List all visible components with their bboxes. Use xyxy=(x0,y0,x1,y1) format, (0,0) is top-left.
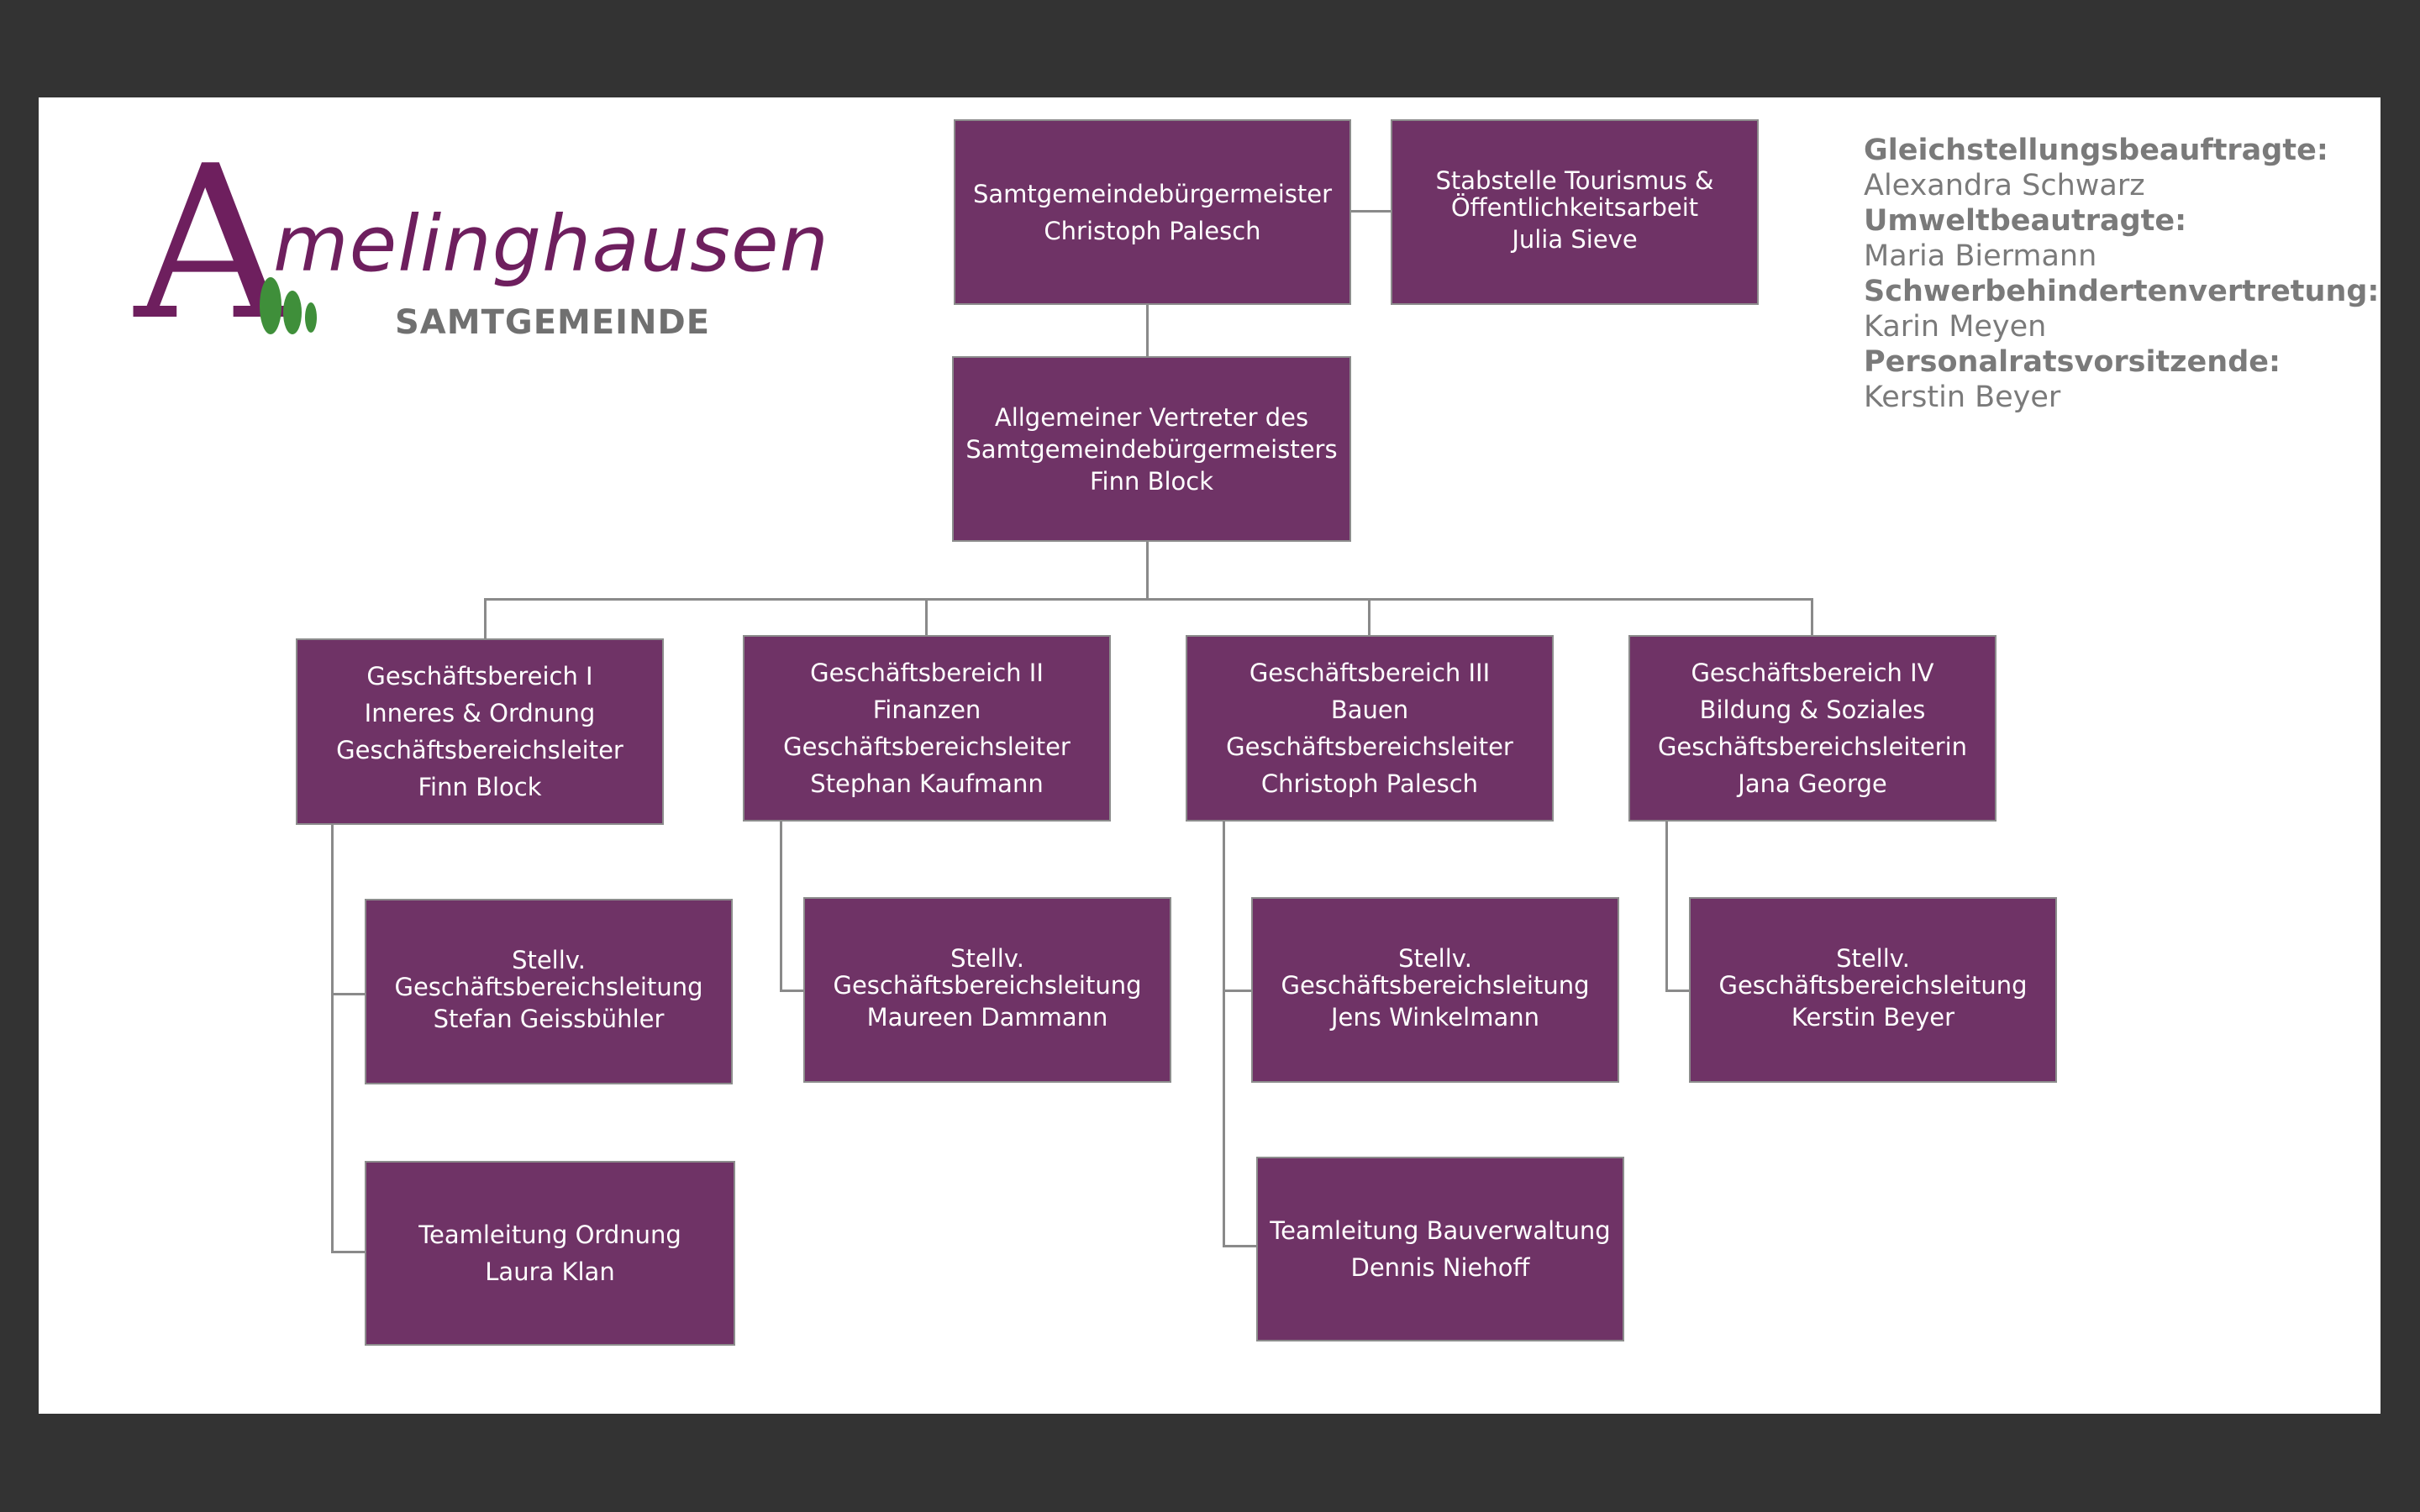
division-title: Geschäftsbereich II xyxy=(810,659,1044,687)
info-name: Karin Meyen xyxy=(1864,310,2047,344)
box-title: Stellv. xyxy=(512,945,586,974)
box-title: Stellv. xyxy=(950,943,1024,973)
box-title: Geschäftsbereichsleitung xyxy=(394,972,703,1001)
org-box-division-1: Geschäftsbereich I Inneres & Ordnung Ges… xyxy=(296,638,664,825)
division-title: Geschäftsbereich IV xyxy=(1691,659,1934,687)
division-area: Finanzen xyxy=(872,696,981,724)
box-person: Stefan Geissbühler xyxy=(433,1004,665,1033)
org-box-stellv-2: Stellv. Geschäftsbereichsleitung Maureen… xyxy=(803,897,1171,1083)
box-person: Christoph Palesch xyxy=(1044,216,1261,245)
org-box-deputy: Allgemeiner Vertreter des Samtgemeindebü… xyxy=(952,356,1351,542)
org-box-stellv-3: Stellv. Geschäftsbereichsleitung Jens Wi… xyxy=(1251,897,1619,1083)
connector-bus-div3 xyxy=(1368,598,1370,637)
division-head: Christoph Palesch xyxy=(1260,769,1479,798)
info-role: Gleichstellungsbeauftragte: xyxy=(1864,134,2328,167)
logo-subtitle: SAMTGEMEINDE xyxy=(395,303,711,342)
connector-div1-stellv xyxy=(331,993,366,995)
division-role: Geschäftsbereichsleiter xyxy=(336,736,623,764)
division-role: Geschäftsbereichsleiter xyxy=(783,732,1071,761)
representatives-list: Gleichstellungsbeauftragte: Alexandra Sc… xyxy=(1864,133,2379,415)
division-title: Geschäftsbereich I xyxy=(366,662,593,690)
division-role: Geschäftsbereichsleiter xyxy=(1226,732,1513,761)
logo-wordmark: melinghausen xyxy=(273,199,829,289)
box-title: Samtgemeindebürgermeister xyxy=(972,179,1333,208)
division-head: Finn Block xyxy=(418,773,542,801)
division-title: Geschäftsbereich III xyxy=(1249,659,1491,687)
info-name: Kerstin Beyer xyxy=(1864,381,2061,414)
connector-div2-vertical xyxy=(780,820,782,992)
box-person: Julia Sieve xyxy=(1512,224,1638,254)
box-title: Öffentlichkeitsarbeit xyxy=(1450,192,1699,222)
connector-div1-team xyxy=(331,1251,366,1253)
connector-div4-stellv xyxy=(1665,990,1691,992)
division-role: Geschäftsbereichsleiterin xyxy=(1657,732,1968,761)
box-person: Finn Block xyxy=(1089,466,1214,496)
box-title: Allgemeiner Vertreter des xyxy=(994,402,1309,432)
org-box-staff: Stabstelle Tourismus & Öffentlichkeitsar… xyxy=(1391,119,1759,305)
box-person: Maureen Dammann xyxy=(866,1002,1108,1032)
connector-bus-div2 xyxy=(925,598,928,637)
division-area: Bauen xyxy=(1330,696,1409,724)
connector-division-bus xyxy=(484,598,1813,601)
org-box-division-3: Geschäftsbereich III Bauen Geschäftsbere… xyxy=(1186,635,1554,822)
box-title: Stabstelle Tourismus & xyxy=(1435,165,1714,195)
connector-div4-vertical xyxy=(1665,820,1668,992)
org-box-division-2: Geschäftsbereich II Finanzen Geschäftsbe… xyxy=(743,635,1111,822)
box-title: Geschäftsbereichsleitung xyxy=(1718,970,2028,1000)
box-title: Geschäftsbereichsleitung xyxy=(1281,970,1590,1000)
tree-icon xyxy=(260,277,317,334)
connector-div3-team xyxy=(1223,1245,1258,1247)
connector-bus-div4 xyxy=(1811,598,1813,637)
info-name: Maria Biermann xyxy=(1864,239,2097,273)
org-box-stellv-4: Stellv. Geschäftsbereichsleitung Kerstin… xyxy=(1689,897,2057,1083)
org-box-stellv-1: Stellv. Geschäftsbereichsleitung Stefan … xyxy=(365,899,733,1084)
info-name: Alexandra Schwarz xyxy=(1864,169,2145,202)
box-title: Geschäftsbereichsleitung xyxy=(833,970,1142,1000)
amelinghausen-logo: A melinghausen SAMTGEMEINDE xyxy=(134,139,829,350)
box-title: Teamleitung Ordnung xyxy=(418,1221,681,1249)
connector-div2-stellv xyxy=(780,990,805,992)
connector-div3-vertical xyxy=(1223,820,1225,1247)
box-title: Samtgemeindebürgermeisters xyxy=(965,434,1338,464)
org-box-division-4: Geschäftsbereich IV Bildung & Soziales G… xyxy=(1628,635,1996,822)
box-title: Stellv. xyxy=(1836,943,1910,973)
box-person: Laura Klan xyxy=(485,1257,615,1286)
info-role: Schwerbehindertenvertretung: xyxy=(1864,275,2380,308)
division-area: Bildung & Soziales xyxy=(1699,696,1926,724)
box-title: Teamleitung Bauverwaltung xyxy=(1270,1216,1611,1245)
connector-div1-vertical xyxy=(331,823,334,1253)
info-role: Personalratsvorsitzende: xyxy=(1864,345,2281,379)
division-head: Stephan Kaufmann xyxy=(810,769,1044,798)
connector-mayor-deputy xyxy=(1146,304,1149,358)
box-person: Jens Winkelmann xyxy=(1330,1002,1539,1032)
box-title: Stellv. xyxy=(1398,943,1472,973)
division-area: Inneres & Ordnung xyxy=(364,699,596,727)
connector-deputy-bus xyxy=(1146,540,1149,600)
org-box-team-ordnung: Teamleitung Ordnung Laura Klan xyxy=(365,1161,735,1346)
box-person: Kerstin Beyer xyxy=(1791,1002,1955,1032)
box-person: Dennis Niehoff xyxy=(1350,1253,1530,1282)
connector-mayor-staff xyxy=(1350,210,1392,213)
division-head: Jana George xyxy=(1738,769,1887,798)
connector-div3-stellv xyxy=(1223,990,1253,992)
info-role: Umweltbeautragte: xyxy=(1864,204,2187,238)
org-box-team-bauverwaltung: Teamleitung Bauverwaltung Dennis Niehoff xyxy=(1256,1157,1624,1341)
connector-bus-div1 xyxy=(484,598,487,640)
org-box-mayor: Samtgemeindebürgermeister Christoph Pale… xyxy=(954,119,1351,305)
